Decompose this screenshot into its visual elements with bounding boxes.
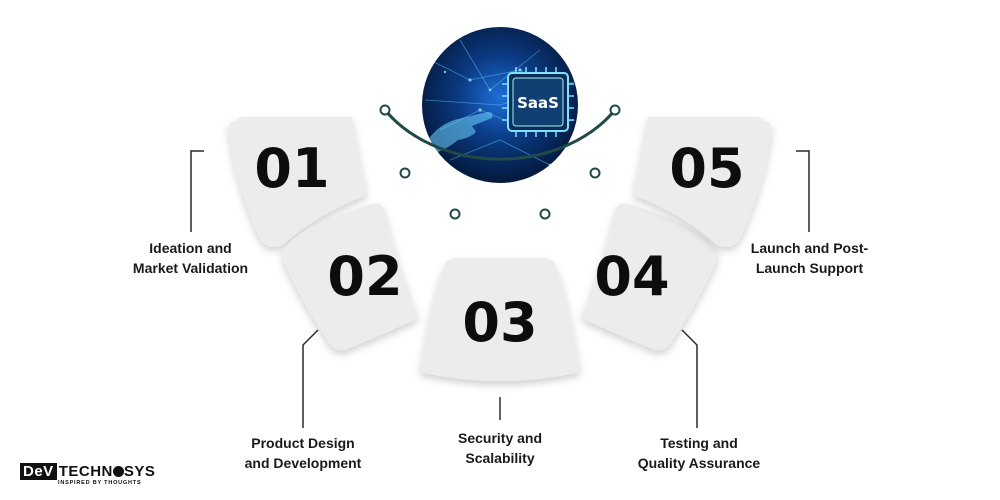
logo-dot-icon xyxy=(112,466,124,477)
connector-05 xyxy=(796,150,810,232)
arc-node xyxy=(609,104,621,116)
step-number-04: 04 xyxy=(594,245,669,308)
step-tile-03: 03 xyxy=(420,258,580,381)
step-tile-01: 01 xyxy=(228,117,367,247)
connector-lines xyxy=(190,150,810,428)
step-tile-02: 02 xyxy=(283,203,419,351)
step-label-03: Security and Scalability xyxy=(457,430,543,466)
timeline-arc xyxy=(379,104,621,220)
logo-tagline: INSPIRED BY THOUGHTS xyxy=(58,480,142,486)
step-number-05: 05 xyxy=(669,137,744,200)
arc-node xyxy=(449,208,461,220)
step-label-02: Product Design and Development xyxy=(244,435,362,471)
step-label-01: Ideation and Market Validation xyxy=(132,240,249,276)
step-tile-05: 05 xyxy=(633,117,772,247)
step-label-04: Testing and Quality Assurance xyxy=(637,435,761,471)
arc-node xyxy=(539,208,551,220)
saas-chip: SaaS xyxy=(502,67,574,137)
step-label-05: Launch and Post- Launch Support xyxy=(750,240,869,276)
saas-chip-label: SaaS xyxy=(517,94,559,112)
connector-02 xyxy=(302,329,319,428)
connector-04 xyxy=(681,329,698,428)
step-number-03: 03 xyxy=(462,291,537,354)
saas-illustration: SaaS xyxy=(422,27,578,183)
arc-node xyxy=(379,104,391,116)
arc-node xyxy=(399,167,411,179)
step-tile-04: 04 xyxy=(581,203,717,351)
step-number-02: 02 xyxy=(327,245,402,308)
step-number-01: 01 xyxy=(254,137,329,200)
logo-mark: DeV xyxy=(20,463,57,480)
connector-01 xyxy=(190,150,204,232)
arc-node xyxy=(589,167,601,179)
